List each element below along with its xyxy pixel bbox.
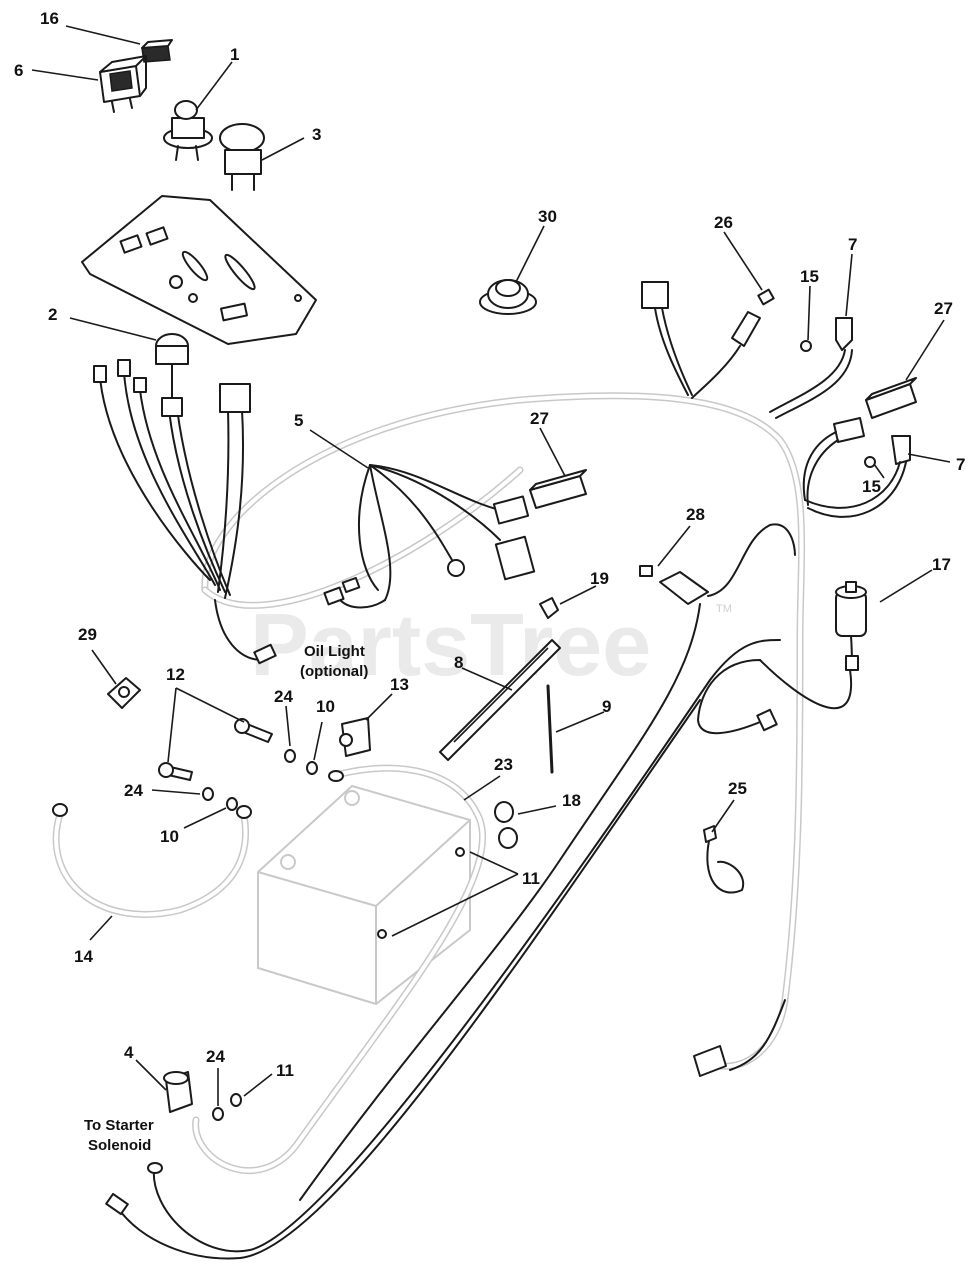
- watermark-tm: TM: [716, 603, 732, 615]
- part-11-nuts: [230, 1093, 242, 1107]
- part-10-lock-washers: [226, 761, 318, 811]
- rear-harness-end: [693, 999, 786, 1077]
- note-oil-light-line1: Oil Light: [304, 643, 365, 660]
- callout-14: 14: [74, 947, 93, 966]
- callout-15-right: 15: [862, 477, 881, 496]
- callout-13: 13: [390, 675, 409, 694]
- part-2-key-switch: [155, 333, 189, 401]
- callout-2: 2: [48, 305, 57, 324]
- callouts: 16 6 1 3 30 26 7 15 27 2 5 27 7 15 28 17…: [14, 9, 965, 1080]
- part-5-wire-bundle: [323, 464, 536, 609]
- part-4-terminal-boot: [163, 1071, 193, 1113]
- callout-10-mid: 10: [160, 827, 179, 846]
- part-24-washers: [202, 749, 296, 1121]
- part-17-fuel-solenoid: [696, 581, 867, 735]
- callout-5: 5: [294, 411, 303, 430]
- battery: [257, 784, 471, 1006]
- part-1-plunger-switch: [163, 100, 213, 161]
- callout-7-right: 7: [956, 455, 965, 474]
- callout-24-top: 24: [274, 687, 293, 706]
- leader-lines: [31, 25, 951, 1106]
- callout-7-top: 7: [848, 235, 857, 254]
- callout-27-right: 27: [934, 299, 953, 318]
- part-25-cable-clamp: [703, 825, 745, 894]
- callout-4: 4: [124, 1043, 134, 1062]
- callout-30: 30: [538, 207, 557, 226]
- callout-8: 8: [454, 653, 463, 672]
- note-starter-line2: Solenoid: [88, 1137, 151, 1154]
- callout-12: 12: [166, 665, 185, 684]
- part-30-relay: [479, 279, 537, 315]
- callout-1: 1: [230, 45, 239, 64]
- callout-3: 3: [312, 125, 321, 144]
- callout-27-left: 27: [530, 409, 549, 428]
- part-23-battery-cable: [192, 764, 487, 1175]
- part-14-ground-cable: [52, 803, 252, 918]
- part-28-fuse-holder: [299, 523, 796, 1201]
- part-3-push-button: [219, 123, 265, 191]
- notes: Oil Light (optional) To Starter Solenoid: [84, 643, 368, 1154]
- part-8-hold-down-bar: [439, 639, 561, 761]
- part-12-bolts: [158, 718, 273, 781]
- callout-17: 17: [932, 555, 951, 574]
- callout-11-bottom: 11: [276, 1061, 294, 1080]
- part-13-boot: [339, 717, 371, 757]
- dash-panel: [81, 195, 317, 345]
- callout-10-top: 10: [316, 697, 335, 716]
- part-29-terminal-block: [107, 677, 141, 709]
- callout-16: 16: [40, 9, 59, 28]
- callout-28: 28: [686, 505, 705, 524]
- callout-11-mid: 11: [522, 869, 540, 888]
- callout-24-bottom: 24: [206, 1047, 225, 1066]
- part-19-clip: [539, 597, 559, 619]
- callout-9: 9: [602, 697, 611, 716]
- switch-pigtails: [93, 359, 277, 665]
- callout-18: 18: [562, 791, 581, 810]
- callout-23: 23: [494, 755, 513, 774]
- starter-cable: [105, 639, 781, 1260]
- callout-15-top: 15: [800, 267, 819, 286]
- watermark: PartsTree: [250, 595, 651, 694]
- part-18-grommets: [494, 801, 518, 849]
- callout-29: 29: [78, 625, 97, 644]
- part-9-rod: [546, 684, 554, 774]
- callout-26: 26: [714, 213, 733, 232]
- note-oil-light-line2: (optional): [300, 663, 368, 680]
- note-starter-line1: To Starter: [84, 1117, 154, 1134]
- callout-24-mid: 24: [124, 781, 143, 800]
- upper-right-pigtails: [641, 281, 911, 518]
- part-27-connector-right: [865, 377, 917, 419]
- callout-19: 19: [590, 569, 609, 588]
- part-27-connector-left: [529, 469, 587, 509]
- callout-6: 6: [14, 61, 23, 80]
- callout-25: 25: [728, 779, 747, 798]
- part-6-rocker-switch: [99, 55, 147, 113]
- main-harness: [201, 392, 806, 1070]
